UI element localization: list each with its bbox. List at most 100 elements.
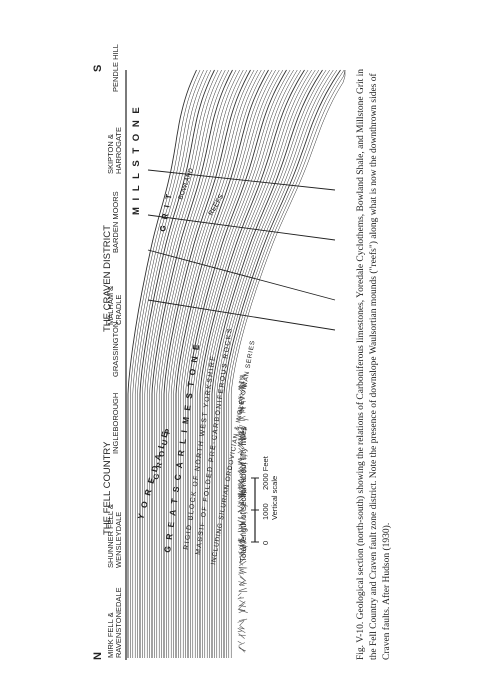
stratum-line — [197, 69, 302, 658]
district-craven: THE CRAVEN DISTRICT — [102, 225, 113, 332]
basement-mark — [237, 509, 246, 512]
scale-tick-0: 0 — [261, 541, 270, 545]
stratum-line — [230, 70, 346, 658]
stratum-line — [149, 69, 230, 658]
basement-mark — [239, 395, 244, 399]
basement-mark — [238, 561, 244, 566]
basement-mark — [238, 485, 246, 490]
basement-mark — [239, 560, 247, 566]
basement-mark — [239, 467, 247, 469]
basement-mark — [239, 533, 245, 538]
stratum-line — [194, 69, 298, 658]
basement-mark — [238, 467, 243, 471]
basement-mark — [238, 381, 245, 388]
basement-mark — [238, 431, 245, 434]
basement-mark — [239, 570, 246, 573]
basement-mark — [237, 627, 246, 633]
basement-mark — [238, 646, 246, 653]
basement-mark — [239, 620, 245, 626]
stratum-line — [228, 69, 346, 658]
stratum-line — [170, 69, 262, 658]
formation-millstone: M I L L S T O N E — [131, 105, 142, 215]
basement-mark — [239, 547, 245, 552]
basement-mark — [238, 487, 246, 489]
stratum-line — [187, 69, 287, 658]
basement-mark — [239, 476, 246, 481]
basement-mark — [238, 460, 245, 467]
basement-mark — [239, 430, 246, 437]
basement-mark — [238, 501, 244, 505]
basement-mark — [239, 648, 247, 652]
basement-mark — [238, 572, 243, 575]
basement-mark — [238, 480, 245, 486]
stratum-line — [209, 69, 320, 658]
location-label: SKIPTON &HARROGATE — [106, 127, 123, 174]
basement-mark — [238, 538, 246, 543]
basement-mark — [239, 458, 247, 460]
basement-mark — [238, 396, 245, 400]
strata-layers — [125, 69, 346, 660]
basement-mark — [238, 407, 245, 412]
formation-grit: G R I T — [158, 192, 174, 233]
stratum-line — [216, 69, 330, 658]
basement-mark — [239, 579, 246, 585]
district-fell-country: THE FELL COUNTRY — [102, 441, 113, 535]
basement-mark — [239, 461, 248, 465]
stratum-line — [158, 69, 244, 658]
basement-mark — [239, 453, 248, 457]
stratum-line — [130, 69, 201, 658]
stratum-line — [214, 69, 327, 658]
basement-mark — [239, 471, 245, 476]
basement-mark — [237, 630, 243, 633]
basement-mark — [237, 470, 243, 476]
vertical-scale-bar — [251, 477, 259, 543]
basement-mark — [239, 406, 246, 409]
stratum-line — [190, 69, 291, 658]
basement-mark — [239, 385, 247, 389]
basement-mark — [239, 426, 248, 430]
basement-mark — [239, 417, 249, 421]
stratum-line — [199, 69, 305, 658]
stratum-line — [221, 69, 338, 658]
location-label: SHUNNER FELL &WENSLEYDALE — [106, 504, 123, 568]
stratum-line — [161, 69, 248, 658]
location-label: PENDLE HILL — [111, 44, 120, 92]
basement-mark — [237, 419, 246, 422]
stratum-line — [156, 69, 240, 658]
stratum-line — [146, 69, 226, 658]
stratum-line — [154, 69, 237, 658]
basement-mark — [239, 538, 245, 541]
north-label: N — [92, 652, 104, 660]
stratum-line — [211, 69, 323, 658]
basement-mark — [238, 391, 244, 396]
basement-mark — [237, 551, 243, 554]
fault-line — [147, 169, 336, 191]
basement-mark — [239, 374, 245, 377]
basement-mark — [238, 642, 245, 646]
stratum-line — [134, 69, 208, 658]
basement-mark — [238, 398, 244, 402]
basement-mark — [237, 410, 245, 415]
basement-mark — [237, 505, 244, 509]
basement-mark — [238, 406, 245, 412]
basement-mark — [238, 470, 248, 472]
basement-mark — [238, 480, 245, 487]
basement-mark — [237, 520, 246, 525]
stratum-line — [151, 69, 233, 658]
stratum-line — [173, 69, 266, 658]
basement-mark — [238, 587, 247, 592]
stratum-line — [139, 69, 215, 658]
stratum-line — [180, 69, 276, 658]
basement-mark — [238, 388, 242, 392]
basement-mark — [238, 541, 245, 547]
basement-mark — [239, 568, 244, 571]
stratum-line — [175, 69, 269, 658]
location-label: BARDEN MOORS — [111, 191, 120, 253]
stratum-line — [166, 69, 255, 658]
south-label: S — [92, 65, 104, 72]
basement-mark — [239, 383, 248, 387]
basement-mark — [237, 491, 246, 498]
